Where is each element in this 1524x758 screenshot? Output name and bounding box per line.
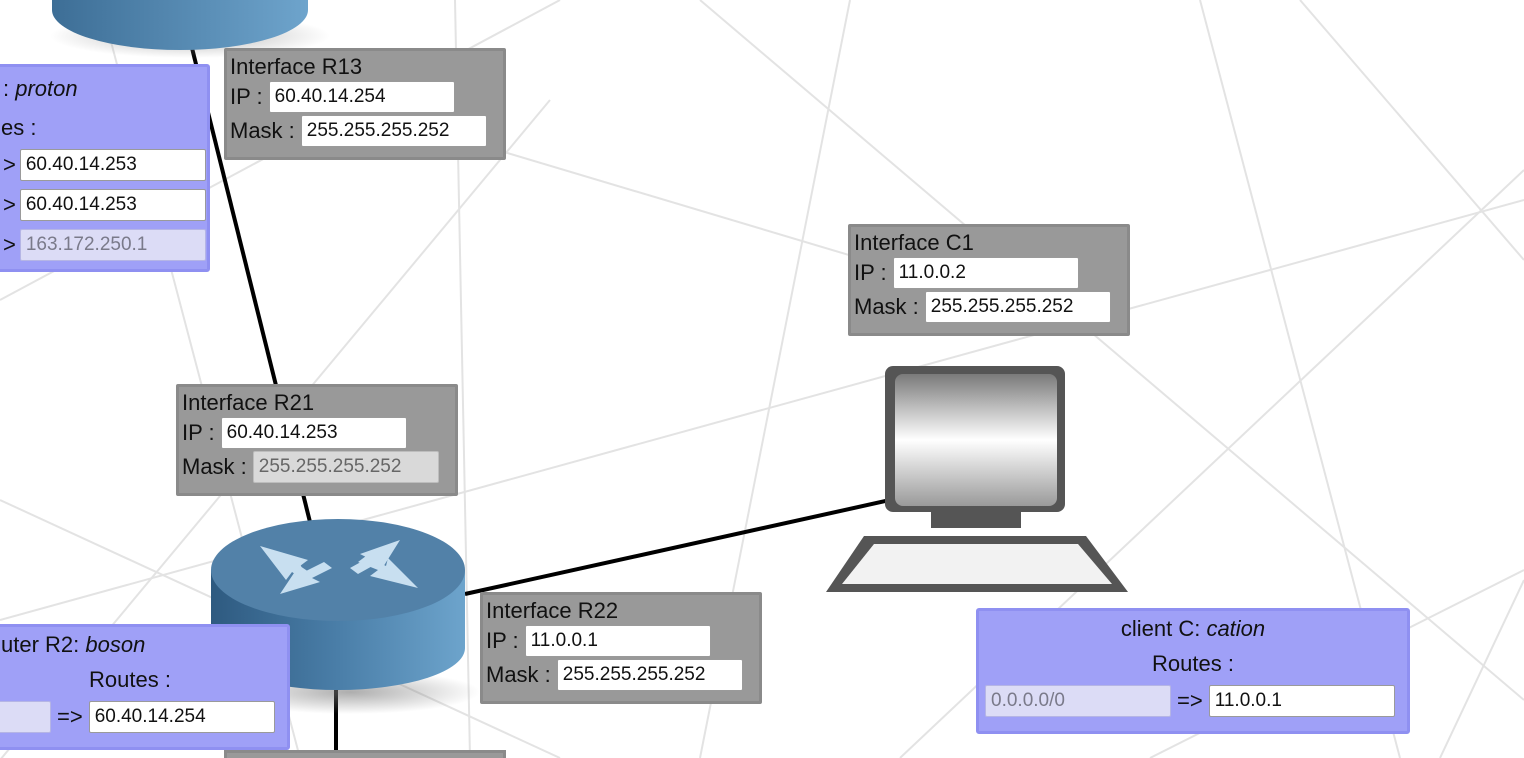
- mask-row: Mask :: [486, 658, 759, 692]
- route-arrow: >: [3, 152, 16, 177]
- route-gateway-input[interactable]: [19, 189, 206, 221]
- router-r2-panel: uter R2: boson Routes : =>: [0, 624, 290, 750]
- ip-label: IP :: [230, 84, 263, 109]
- route-gateway-input[interactable]: [19, 149, 206, 181]
- router-r1-name: proton: [15, 76, 78, 101]
- interface-panel-partial: [224, 750, 506, 758]
- mask-label: Mask :: [486, 662, 551, 687]
- mask-label: Mask :: [854, 294, 919, 319]
- ip-label: IP :: [854, 260, 887, 285]
- router-r2-header: uter R2: boson: [0, 627, 287, 663]
- mask-label: Mask :: [230, 118, 295, 143]
- interface-r22-panel: Interface R22 IP : Mask :: [480, 592, 762, 704]
- router-r2-name: boson: [85, 632, 146, 657]
- route-row: =>: [0, 697, 287, 737]
- computer-icon: [826, 366, 1128, 592]
- route-gateway-input[interactable]: [1208, 685, 1395, 717]
- client-c-header: client C: cation: [979, 611, 1407, 647]
- route-row: =>: [979, 681, 1407, 721]
- route-destination-input: [985, 685, 1171, 717]
- ip-input[interactable]: [268, 81, 455, 113]
- router-icon: [50, 0, 330, 58]
- route-row: >: [0, 185, 207, 225]
- client-c-routes-label: Routes :: [1152, 651, 1234, 676]
- route-gateway-input[interactable]: [88, 701, 275, 733]
- interface-title: Interface C1: [854, 230, 974, 255]
- ip-label: IP :: [486, 628, 519, 653]
- ip-input[interactable]: [524, 625, 711, 657]
- router-r1-header-prefix: :: [3, 76, 16, 101]
- mask-input[interactable]: [300, 115, 487, 147]
- route-row: >: [0, 225, 207, 265]
- ip-row: IP :: [486, 624, 759, 658]
- router-r2-routes-label: Routes :: [89, 667, 171, 692]
- mask-row: Mask :: [854, 290, 1127, 324]
- interface-r21-panel: Interface R21 IP : Mask :: [176, 384, 458, 496]
- route-arrow: >: [3, 192, 16, 217]
- mask-label: Mask :: [182, 454, 247, 479]
- route-arrow: >: [3, 232, 16, 257]
- router-r1-routes-label: es :: [1, 115, 37, 140]
- ip-label: IP :: [182, 420, 215, 445]
- mask-input[interactable]: [924, 291, 1111, 323]
- route-destination-input: [0, 701, 51, 733]
- router-r1-header: : proton: [0, 67, 207, 111]
- interface-r13-panel: Interface R13 IP : Mask :: [224, 48, 506, 160]
- mask-row: Mask :: [230, 114, 503, 148]
- link-r2-client: [464, 498, 891, 596]
- interface-title: Interface R21: [182, 390, 315, 415]
- route-gateway-input: [19, 229, 206, 261]
- route-arrow: =>: [1177, 688, 1203, 713]
- interface-title: Interface R22: [486, 598, 619, 623]
- mask-input: [252, 451, 439, 483]
- ip-row: IP :: [182, 416, 455, 450]
- interface-title: Interface R13: [230, 54, 363, 79]
- ip-row: IP :: [230, 80, 503, 114]
- client-c-panel: client C: cation Routes : =>: [976, 608, 1410, 734]
- ip-input[interactable]: [220, 417, 407, 449]
- route-row: >: [0, 145, 207, 185]
- client-c-name: cation: [1206, 616, 1266, 641]
- route-arrow: =>: [57, 704, 83, 729]
- router-r2-header-prefix: uter R2:: [1, 632, 86, 657]
- router-r1-panel: : proton es : > > >: [0, 64, 210, 272]
- ip-row: IP :: [854, 256, 1127, 290]
- mask-row: Mask :: [182, 450, 455, 484]
- client-c-header-prefix: client C:: [1120, 616, 1207, 641]
- interface-c1-panel: Interface C1 IP : Mask :: [848, 224, 1130, 336]
- mask-input[interactable]: [556, 659, 743, 691]
- ip-input[interactable]: [892, 257, 1079, 289]
